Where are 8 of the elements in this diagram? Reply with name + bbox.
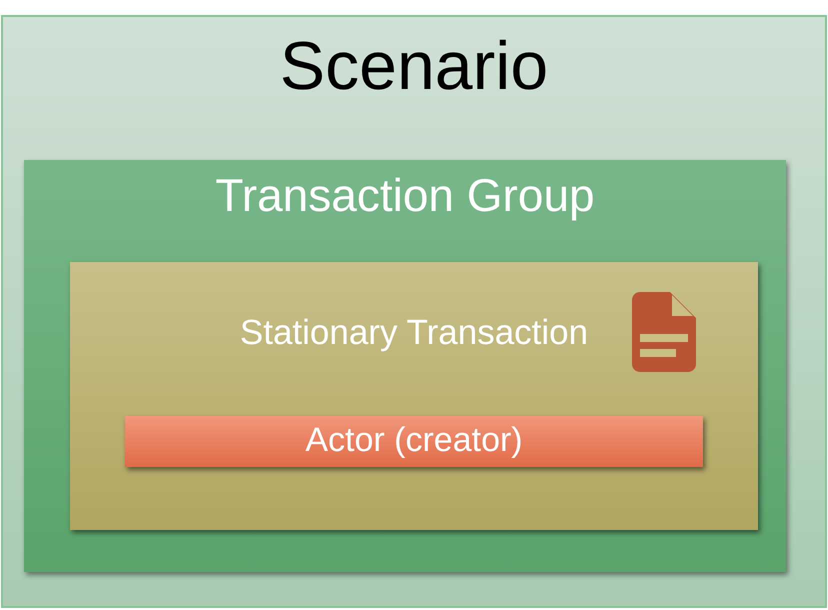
panel-heading: Stationary Transaction: [240, 313, 588, 354]
panel-heading: Scenario: [280, 27, 548, 106]
actor-bar: [125, 416, 703, 467]
panel-heading: Actor (creator): [305, 421, 523, 460]
inner-panel: [70, 262, 758, 530]
panel-heading: Transaction Group: [215, 169, 595, 222]
group-panel: [24, 160, 786, 572]
outer-panel: [1, 15, 827, 608]
